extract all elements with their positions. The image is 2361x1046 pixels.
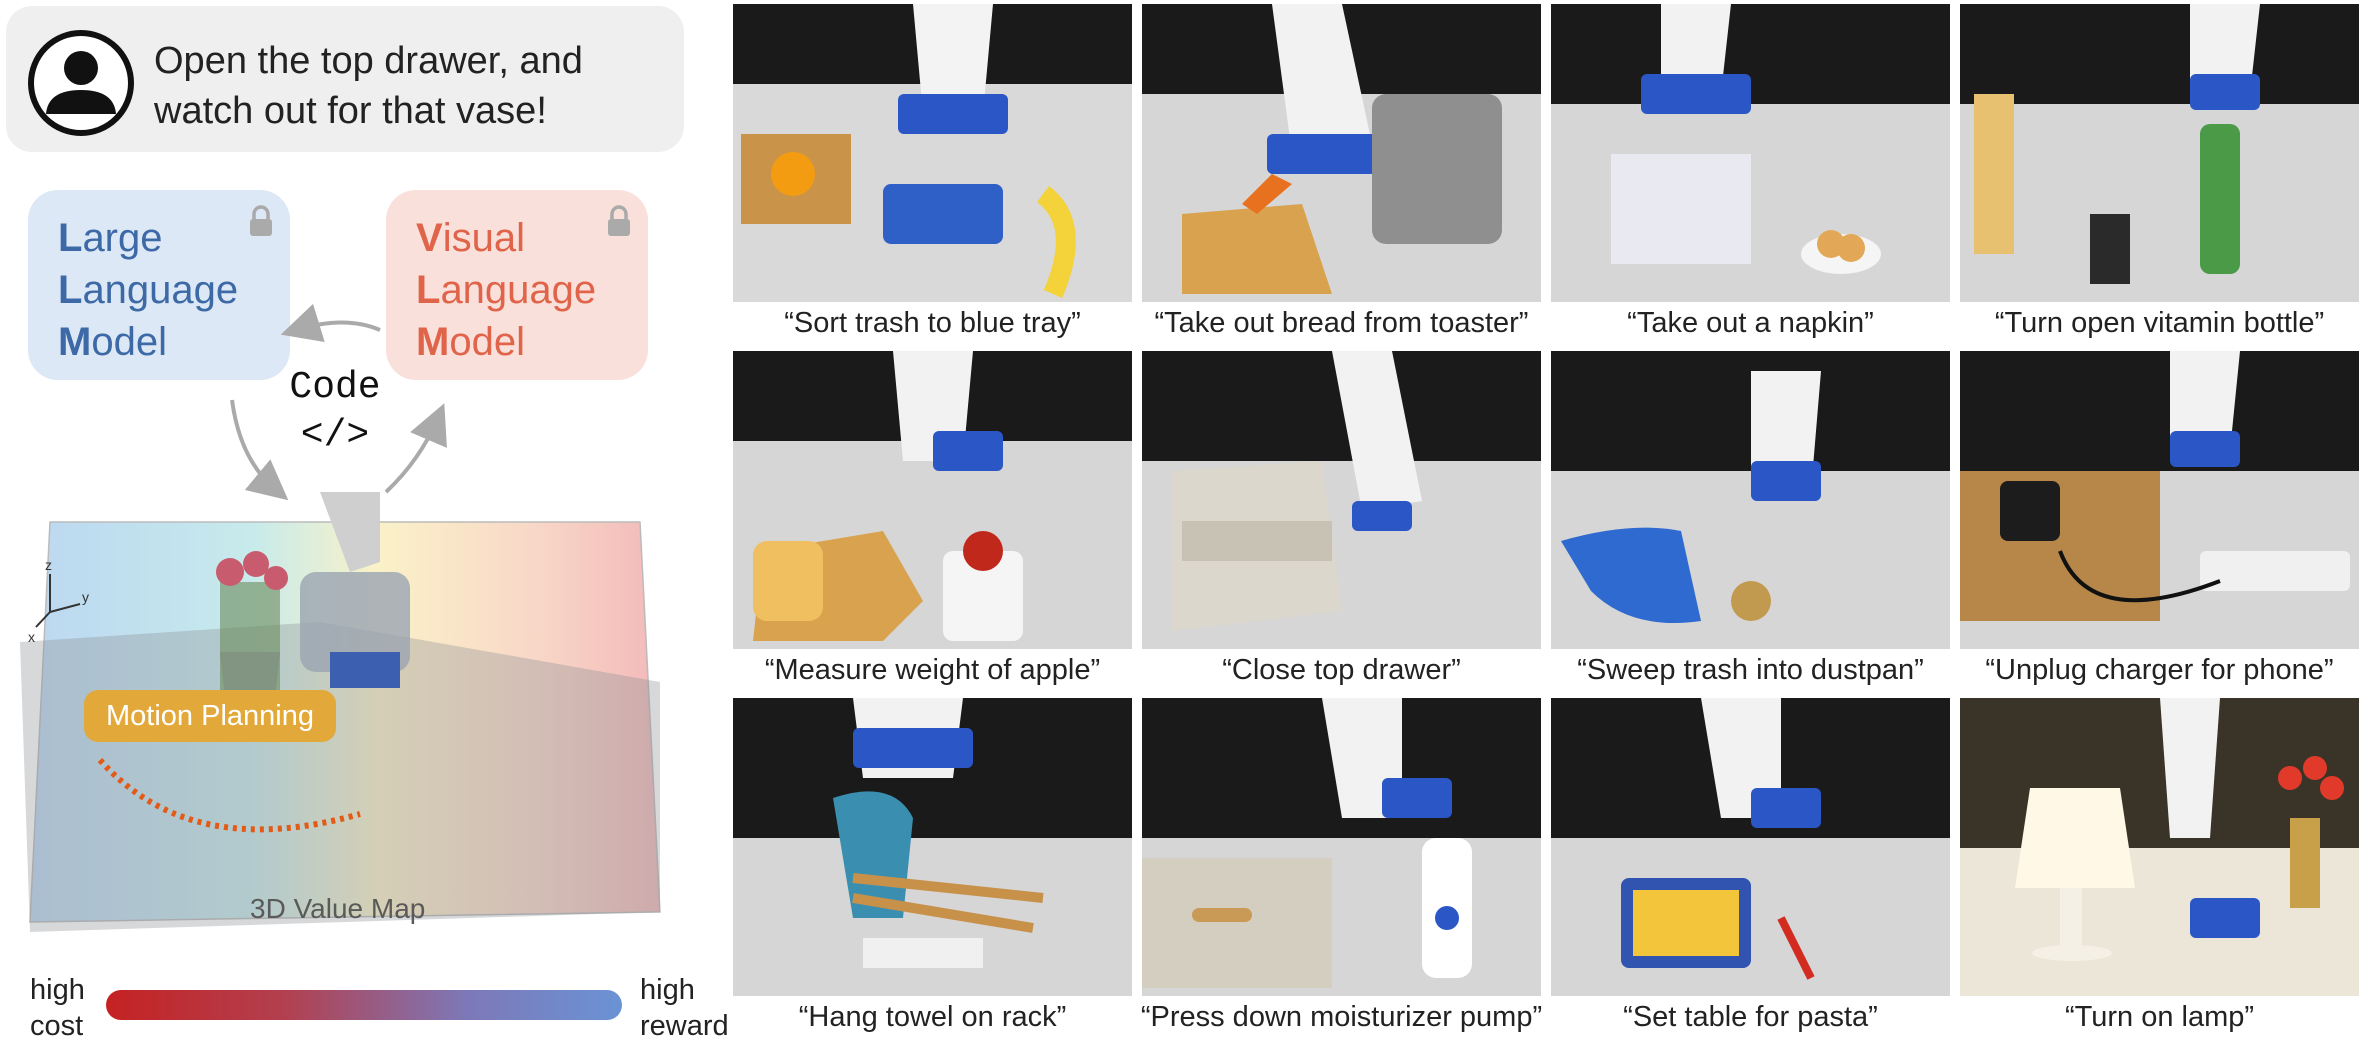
vlm-initial-1: V	[416, 216, 443, 260]
code-label: Code </>	[270, 364, 400, 460]
task-cell: “Take out a napkin”	[1551, 4, 1950, 344]
task-caption: “Turn open vitamin bottle”	[1994, 307, 2325, 339]
llm-initial-1: L	[58, 216, 83, 260]
task-photo	[733, 351, 1132, 649]
task-caption: “Sweep trash into dustpan”	[1577, 654, 1924, 686]
llm-initial-2: L	[58, 268, 83, 312]
vlm-word-3: odel	[449, 320, 525, 364]
flow-arrows	[230, 303, 447, 500]
task-caption: “Take out bread from toaster”	[1154, 307, 1529, 339]
code-text: Code	[289, 366, 381, 409]
task-photo	[1960, 4, 2359, 302]
llm-word-1: arge	[82, 216, 163, 260]
vlm-initial-3: M	[416, 320, 450, 364]
left-panel: Open the top drawer, and watch out for t…	[0, 0, 729, 1046]
vlm-word-1: isual	[442, 216, 525, 260]
task-cell: “Hang towel on rack”	[733, 698, 1132, 1038]
task-grid: “Sort trash to blue tray” “Take out brea…	[733, 4, 2361, 1046]
arrow-vlm-to-llm	[280, 303, 381, 343]
vlm-label: Visual Language Model	[416, 212, 596, 368]
colorbar	[106, 990, 622, 1020]
axis-x-label: x	[28, 629, 35, 645]
task-caption: “Unplug charger for phone”	[1985, 654, 2334, 686]
task-cell: “Take out bread from toaster”	[1142, 4, 1541, 344]
lock-icon	[250, 205, 272, 236]
task-cell: “Close top drawer”	[1142, 351, 1541, 691]
task-photo	[733, 4, 1132, 302]
task-photo	[1142, 4, 1541, 302]
task-photo	[1960, 351, 2359, 649]
motion-trajectory	[97, 758, 361, 833]
task-caption: “Measure weight of apple”	[764, 654, 1101, 686]
value-map-label: 3D Value Map	[250, 893, 426, 924]
task-photo	[1551, 698, 1950, 996]
task-cell: “Turn open vitamin bottle”	[1960, 4, 2359, 344]
lock-icon	[608, 205, 630, 236]
axis-z-label: z	[45, 557, 52, 573]
task-cell: “Measure weight of apple”	[733, 351, 1132, 691]
task-caption: “Press down moisturizer pump”	[1140, 1001, 1543, 1033]
task-photo	[1142, 351, 1541, 649]
task-cell: “Press down moisturizer pump”	[1141, 698, 1542, 1038]
task-cell: “Turn on lamp”	[1960, 698, 2359, 1038]
task-caption: “Turn on lamp”	[2064, 1001, 2255, 1033]
llm-label: Large Language Model	[58, 212, 238, 368]
vlm-initial-2: L	[416, 268, 441, 312]
task-caption: “Sort trash to blue tray”	[784, 307, 1081, 339]
task-caption: “Hang towel on rack”	[798, 1001, 1067, 1033]
motion-planning-badge: Motion Planning	[84, 690, 336, 742]
colorbar-low-label: high cost	[30, 974, 85, 1042]
colorbar-high-label: high reward	[640, 974, 729, 1042]
llm-word-3: odel	[91, 320, 167, 364]
instruction-text: Open the top drawer, and watch out for t…	[154, 40, 583, 132]
task-cell: “Sweep trash into dustpan”	[1551, 351, 1950, 691]
axis-y-label: y	[82, 589, 89, 605]
task-photo	[1142, 698, 1541, 996]
task-cell: “Sort trash to blue tray”	[733, 4, 1132, 344]
task-photo	[1960, 698, 2359, 996]
task-photo	[1551, 351, 1950, 649]
code-symbol: </>	[300, 414, 370, 457]
llm-word-2: anguage	[82, 268, 239, 312]
vlm-box: Visual Language Model	[386, 190, 648, 380]
llm-box: Large Language Model	[28, 190, 290, 380]
vlm-word-2: anguage	[440, 268, 597, 312]
task-caption: “Set table for pasta”	[1623, 1001, 1878, 1033]
task-caption: “Close top drawer”	[1222, 654, 1461, 686]
task-cell: “Set table for pasta”	[1551, 698, 1950, 1038]
llm-initial-3: M	[58, 320, 92, 364]
task-caption: “Take out a napkin”	[1627, 307, 1874, 339]
arrow-map-to-vlm	[384, 403, 447, 494]
instruction-bubble: Open the top drawer, and watch out for t…	[6, 6, 684, 152]
user-icon	[28, 30, 134, 136]
arrow-llm-to-map	[230, 399, 289, 500]
task-cell: “Unplug charger for phone”	[1960, 351, 2359, 691]
task-photo	[1551, 4, 1950, 302]
task-photo	[733, 698, 1132, 996]
